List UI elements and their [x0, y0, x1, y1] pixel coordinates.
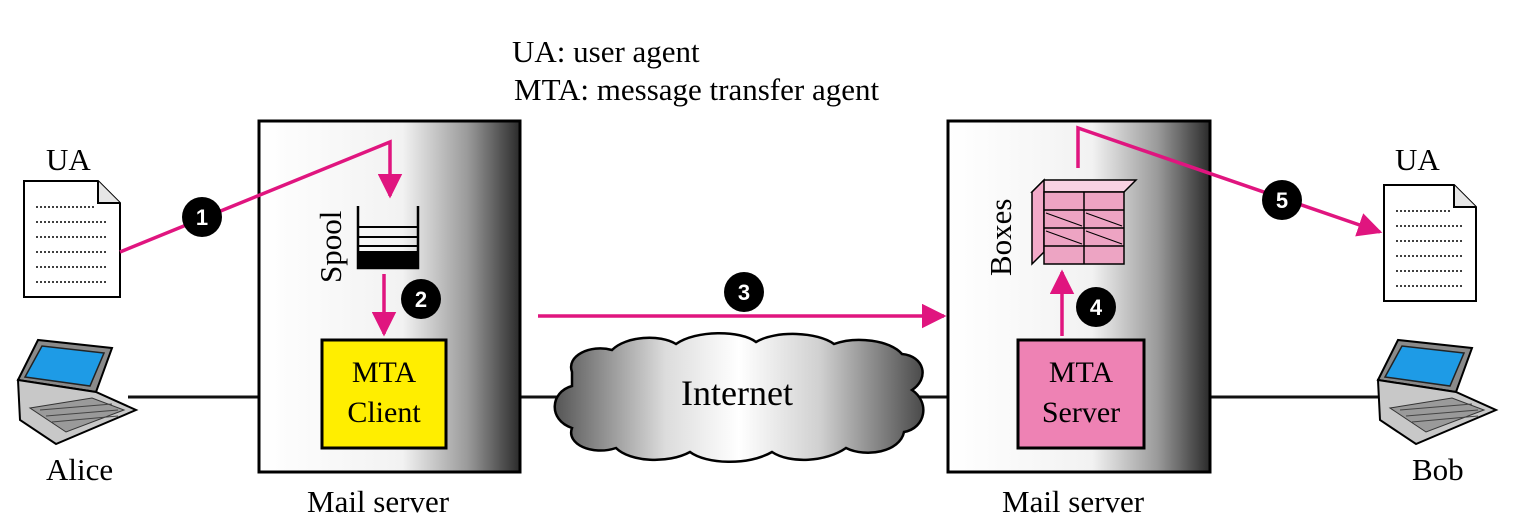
- alice-ua-label: UA: [46, 142, 91, 177]
- legend-ua-definition: UA: user agent: [512, 34, 700, 69]
- step3-marker: 3: [724, 272, 764, 312]
- spool-label: Spool: [313, 211, 348, 283]
- mta-server-box: [1016, 338, 1146, 450]
- alice-label: Alice: [46, 452, 113, 487]
- step1-number: 1: [196, 205, 208, 230]
- bob-label: Bob: [1412, 452, 1464, 487]
- boxes-label: Boxes: [983, 199, 1018, 277]
- internet-label: Internet: [681, 373, 793, 413]
- mta-client-line2: Client: [347, 396, 421, 429]
- alice-ua-document-icon: [23, 180, 121, 298]
- mta-client-line1: MTA: [352, 356, 417, 389]
- step5-number: 5: [1276, 188, 1288, 213]
- mta-client-box: [320, 338, 448, 450]
- sender-server-label: Mail server: [307, 484, 450, 519]
- step4-number: 4: [1090, 295, 1103, 320]
- receiver-server-label: Mail server: [1002, 484, 1145, 519]
- step4-marker: 4: [1076, 287, 1116, 327]
- mta-server-line2: Server: [1042, 396, 1120, 429]
- bob-laptop-icon: [1376, 338, 1499, 446]
- step5-marker: 5: [1262, 180, 1302, 220]
- bob-ua-document-icon: [1383, 184, 1477, 302]
- bob-ua-label: UA: [1395, 142, 1440, 177]
- internet-cloud: [553, 332, 925, 463]
- legend-mta-definition: MTA: message transfer agent: [514, 72, 879, 107]
- mta-server-line1: MTA: [1049, 356, 1114, 389]
- mailboxes-icon: [1030, 178, 1138, 266]
- spool-icon: [356, 206, 420, 270]
- step2-marker: 2: [401, 279, 441, 319]
- step2-number: 2: [415, 287, 427, 312]
- step1-marker: 1: [182, 197, 222, 237]
- step3-number: 3: [738, 280, 750, 305]
- alice-laptop-icon: [16, 338, 139, 446]
